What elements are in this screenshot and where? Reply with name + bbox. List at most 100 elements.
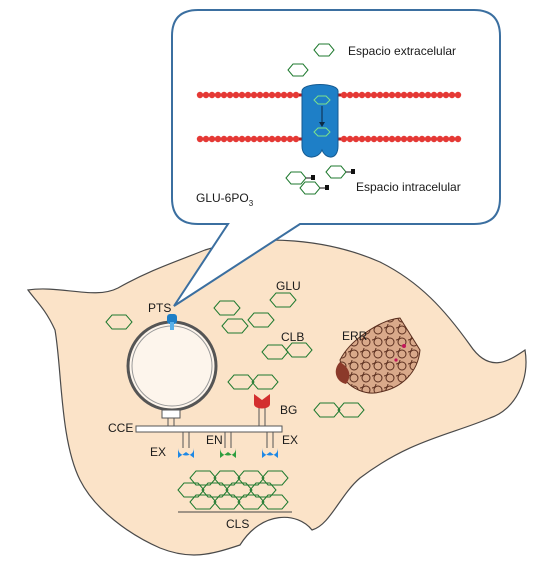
membrane-bead: [238, 135, 246, 143]
membrane-bead: [406, 135, 414, 143]
membrane-bead: [280, 91, 288, 99]
callout-box: [171, 9, 501, 307]
membrane-bead: [448, 135, 456, 143]
membrane-bead: [430, 135, 438, 143]
membrane-bead: [454, 91, 462, 99]
membrane-bead: [442, 91, 450, 99]
membrane-bead: [196, 91, 204, 99]
glu6po3-label: GLU-6PO3: [196, 191, 254, 208]
membrane-bead: [370, 91, 378, 99]
scaffold-bar: [135, 425, 283, 433]
membrane-bead: [256, 135, 264, 143]
membrane-bead: [424, 91, 432, 99]
membrane-bead: [412, 135, 420, 143]
bg-label: BG: [280, 403, 297, 417]
bg-receptor: [254, 394, 270, 426]
membrane-bead: [448, 91, 456, 99]
err-label: ERR: [342, 329, 368, 343]
membrane-bead: [244, 135, 252, 143]
vesicle: [126, 320, 218, 412]
cls-cluster: [177, 470, 292, 513]
intracellular-label: Espacio intracelular: [356, 180, 461, 194]
membrane-bead: [346, 91, 354, 99]
membrane-bead: [226, 135, 234, 143]
membrane-bead: [262, 91, 270, 99]
pts-label: PTS: [148, 301, 171, 315]
membrane-bead: [220, 135, 228, 143]
membrane-bead: [418, 91, 426, 99]
membrane-bead: [286, 135, 294, 143]
membrane-bead: [292, 135, 300, 143]
membrane-bead: [196, 135, 204, 143]
membrane-bead: [286, 91, 294, 99]
glu-label: GLU: [276, 279, 301, 293]
membrane-bead: [250, 135, 258, 143]
cls-label: CLS: [226, 517, 249, 531]
membrane-bead: [364, 135, 372, 143]
membrane-bead: [382, 135, 390, 143]
membrane-bead: [238, 91, 246, 99]
membrane-bead: [436, 135, 444, 143]
membrane-bead: [340, 91, 348, 99]
membrane-bead: [208, 135, 216, 143]
glucose-cluster: [105, 292, 365, 418]
glucose-6-phosphate: [299, 181, 329, 195]
vesicle-stalk: [161, 409, 181, 419]
membrane-bead: [268, 135, 276, 143]
membrane-bead: [346, 135, 354, 143]
membrane-bead: [244, 91, 252, 99]
cce-label: CCE: [108, 421, 133, 435]
membrane-bead: [352, 91, 360, 99]
membrane-bead: [232, 91, 240, 99]
membrane-bead: [400, 135, 408, 143]
membrane-bead: [262, 135, 270, 143]
membrane-bead: [208, 91, 216, 99]
transporter-protein: [301, 84, 339, 158]
glucose-6-phosphate: [325, 165, 355, 179]
en-receptor: [220, 432, 236, 458]
membrane-bead: [232, 135, 240, 143]
membrane-bead: [340, 135, 348, 143]
en-label: EN: [206, 433, 223, 447]
membrane-bead: [202, 135, 210, 143]
glucose-hexagon: [287, 63, 309, 77]
membrane-bead: [376, 135, 384, 143]
membrane-bead: [394, 91, 402, 99]
membrane-bead: [202, 91, 210, 99]
membrane-bead: [424, 135, 432, 143]
membrane-bead: [400, 91, 408, 99]
membrane-bead: [256, 91, 264, 99]
membrane-bead: [292, 91, 300, 99]
ex-right-receptor: [262, 432, 278, 458]
membrane-bead: [376, 91, 384, 99]
membrane-bead: [412, 91, 420, 99]
membrane-bead: [394, 135, 402, 143]
pts-transporter: [167, 314, 177, 330]
glucose-hexagon: [313, 43, 335, 57]
membrane-bead: [442, 135, 450, 143]
membrane-bead: [364, 91, 372, 99]
membrane-bead: [382, 91, 390, 99]
membrane-bead: [214, 135, 222, 143]
ex-left-label: EX: [150, 445, 166, 459]
membrane-bead: [418, 135, 426, 143]
extracellular-label: Espacio extracelular: [348, 44, 456, 58]
membrane-bottom: [196, 135, 462, 143]
ex-left-receptor: [178, 432, 194, 458]
membrane-bead: [274, 135, 282, 143]
membrane-bead: [220, 91, 228, 99]
membrane-bead: [436, 91, 444, 99]
membrane-bead: [250, 91, 258, 99]
membrane-bead: [388, 135, 396, 143]
clb-label: CLB: [281, 330, 304, 344]
ex-right-label: EX: [282, 433, 298, 447]
membrane-bead: [226, 91, 234, 99]
membrane-bead: [388, 91, 396, 99]
membrane-bead: [370, 135, 378, 143]
membrane-bead: [274, 91, 282, 99]
membrane-bead: [358, 91, 366, 99]
membrane-bead: [280, 135, 288, 143]
membrane-bead: [352, 135, 360, 143]
membrane-bead: [214, 91, 222, 99]
